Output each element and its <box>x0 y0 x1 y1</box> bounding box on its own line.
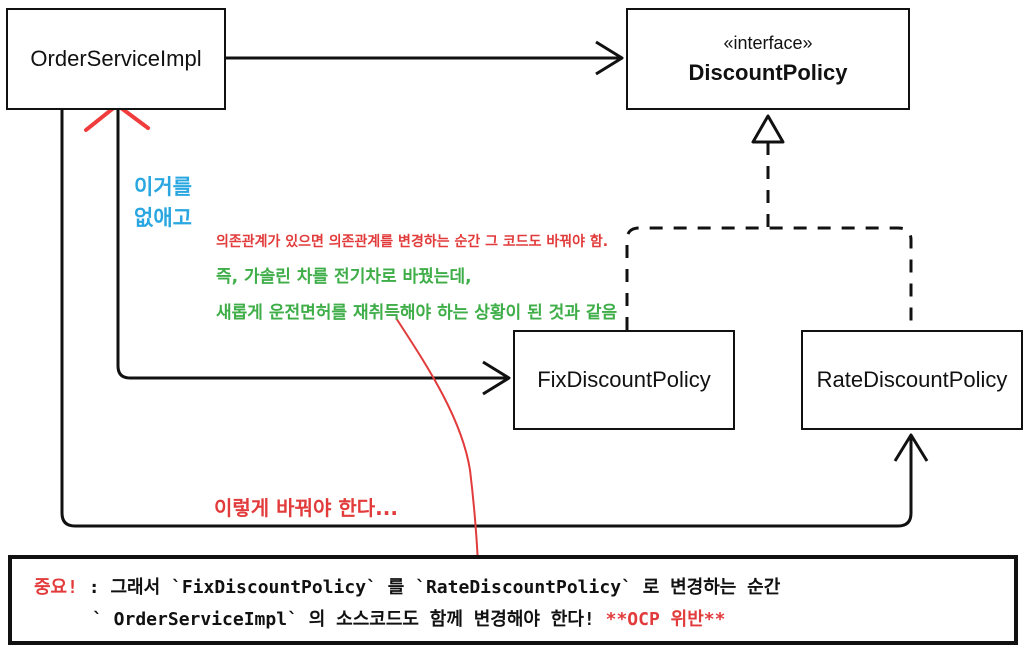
callout-label: 중요! <box>34 577 78 598</box>
ocp-violation-label: **OCP 위반** <box>605 609 726 630</box>
remove-note-line2: 없애고 <box>134 206 192 230</box>
callout-text-1: : 그래서 `FixDiscountPolicy` 를 `RateDiscoun… <box>77 577 781 598</box>
analogy-note-line1: 즉, 가솔린 차를 전기차로 바꿨는데, <box>216 267 472 287</box>
class-name: FixDiscountPolicy <box>537 367 711 392</box>
dependency-arrow-to-fix-discount <box>116 110 509 380</box>
important-callout: 중요! : 그래서 `FixDiscountPolicy` 를 `RateDis… <box>8 555 1018 645</box>
dependency-note: 의존관계가 있으면 의존관계를 변경하는 순간 그 코드도 바꿔야 함. <box>216 234 609 250</box>
discount-policy-interface: «interface» DiscountPolicy <box>626 8 910 110</box>
class-name: OrderServiceImpl <box>30 46 202 71</box>
arrowhead-discount-policy <box>595 40 624 76</box>
realization-triangle <box>751 114 785 144</box>
interface-name: DiscountPolicy <box>688 59 848 85</box>
callout-line-1: 중요! : 그래서 `FixDiscountPolicy` 를 `RateDis… <box>34 573 780 599</box>
change-note: 이렇게 바꿔야 한다... <box>214 496 398 520</box>
stereotype-label: «interface» <box>723 32 813 53</box>
arrowhead-rate-discount <box>893 433 929 462</box>
remove-note-line1: 이거를 <box>134 175 192 199</box>
fix-discount-policy-class: FixDiscountPolicy <box>513 330 735 430</box>
rate-discount-policy-class: RateDiscountPolicy <box>801 330 1023 430</box>
order-service-impl-class: OrderServiceImpl <box>6 8 226 110</box>
callout-text-2: ` OrderServiceImpl` 의 소스코드도 함께 변경해야 한다! <box>92 609 606 630</box>
arrowhead-fix-discount <box>482 360 511 396</box>
analogy-note-line2: 새롭게 운전면허를 재취득해야 하는 상황이 된 것과 같음 <box>216 303 618 323</box>
realization-dashed-lines <box>625 142 913 330</box>
callout-line-2: ` OrderServiceImpl` 의 소스코드도 함께 변경해야 한다! … <box>92 605 725 631</box>
dependency-arrow-to-rate-discount <box>60 110 913 528</box>
class-name: RateDiscountPolicy <box>816 367 1008 392</box>
